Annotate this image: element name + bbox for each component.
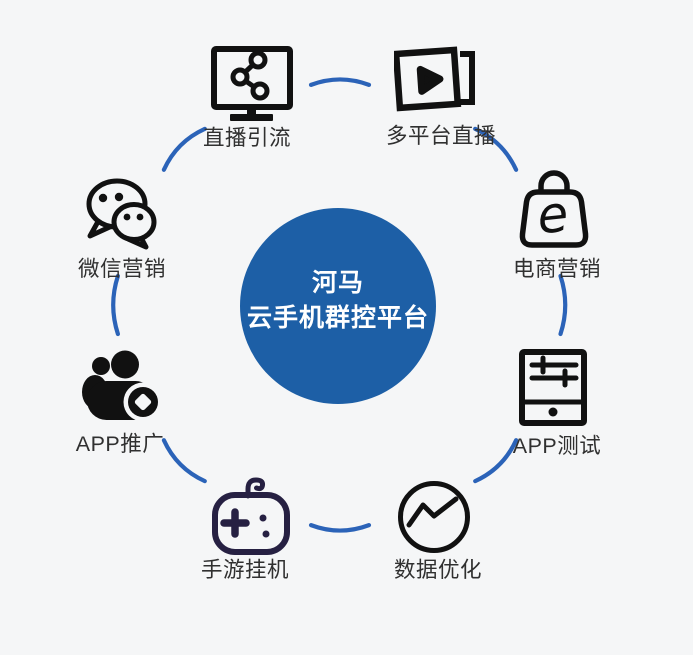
node-label: 手游挂机 (200, 558, 290, 582)
node-label: APP测试 (512, 434, 602, 458)
arc-upper-left (161, 126, 207, 172)
chart-trend-icon (398, 481, 470, 553)
arc-lower-right (473, 438, 519, 484)
game-controller-icon (212, 477, 290, 555)
ecommerce-bag-icon: e (519, 170, 589, 248)
node-label: 微信营销 (77, 257, 167, 281)
arc-lower-left (161, 438, 207, 484)
wechat-icon (86, 178, 157, 250)
arc-top (308, 77, 372, 87)
node-label: 数据优化 (393, 558, 483, 582)
node-label: 电商营销 (512, 257, 602, 281)
video-play-icon (394, 46, 475, 112)
tablet-sliders-icon (519, 349, 587, 426)
users-badge-icon (82, 350, 163, 422)
center-platform-circle: 河马 云手机群控平台 (240, 208, 436, 404)
svg-text:e: e (534, 185, 571, 246)
platform-subtitle: 云手机群控平台 (246, 304, 429, 332)
monitor-share-icon (211, 46, 293, 121)
node-label: APP推广 (75, 432, 165, 456)
arc-left (111, 273, 120, 337)
arc-bottom (308, 523, 372, 533)
node-label: 直播引流 (202, 126, 292, 150)
arc-right (558, 273, 568, 337)
node-label: 多平台直播 (385, 124, 497, 148)
platform-name: 河马 (311, 269, 364, 297)
